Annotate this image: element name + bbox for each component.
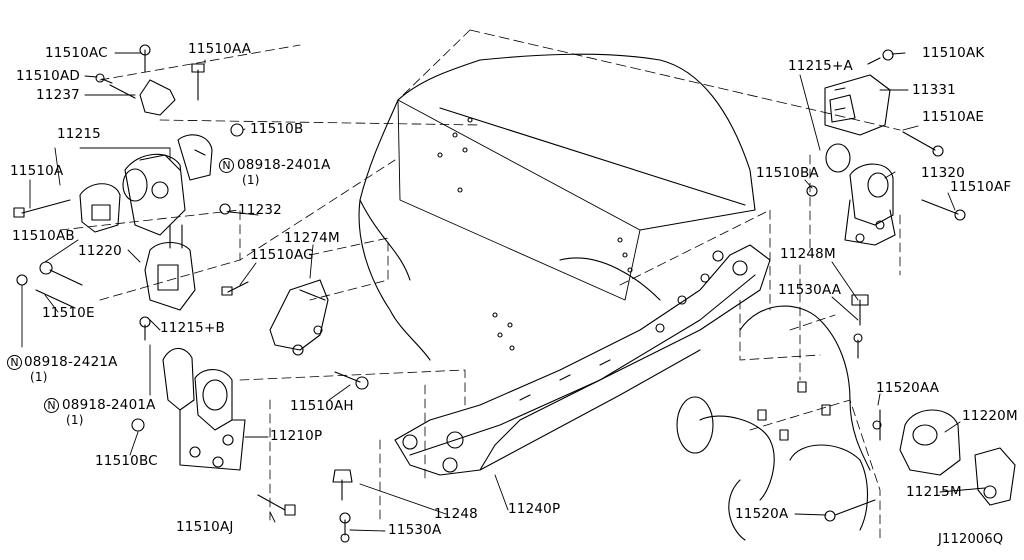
- label-11510AH[interactable]: 11510AH: [290, 398, 354, 414]
- label-11320[interactable]: 11320: [921, 165, 965, 181]
- bracket-11274M: [269, 279, 329, 356]
- label-08918-2401A-bottom[interactable]: 08918-2401A: [62, 397, 156, 413]
- label-11220M[interactable]: 11220M: [962, 408, 1018, 424]
- label-11510AJ[interactable]: 11510AJ: [176, 519, 234, 535]
- label-11510AF[interactable]: 11510AF: [950, 179, 1012, 195]
- right-mount-lower: [824, 294, 1016, 522]
- leader-lines: [21, 52, 986, 532]
- diagram-code: J112006Q: [938, 532, 1004, 547]
- label-11510AK[interactable]: 11510AK: [922, 45, 985, 61]
- qty-08918-2421A: (1): [30, 370, 48, 384]
- label-11510BC[interactable]: 11510BC: [95, 453, 158, 469]
- label-11520AA[interactable]: 11520AA: [876, 380, 940, 396]
- label-11510AC[interactable]: 11510AC: [45, 45, 108, 61]
- label-11248M[interactable]: 11248M: [780, 246, 836, 262]
- left-mount-lower-11210P: [162, 347, 246, 471]
- label-11240P[interactable]: 11240P: [508, 501, 561, 517]
- label-11220[interactable]: 11220: [78, 243, 122, 259]
- guide-lines: [59, 29, 901, 541]
- label-11510AG[interactable]: 11510AG: [250, 247, 314, 263]
- label-11215M[interactable]: 11215M: [906, 484, 962, 500]
- nut-symbol-bottom: N: [44, 398, 59, 413]
- label-11215+A[interactable]: 11215+A: [788, 58, 853, 74]
- qty-08918-2401A-bottom: (1): [66, 413, 84, 427]
- bolts-left: [13, 44, 369, 543]
- nut-symbol-middle: N: [7, 355, 22, 370]
- label-11510AD[interactable]: 11510AD: [16, 68, 80, 84]
- crossmember-11240P: [394, 244, 771, 476]
- label-11331[interactable]: 11331: [912, 82, 956, 98]
- qty-08918-2401A-top: (1): [242, 173, 260, 187]
- label-08918-2401A-top[interactable]: 08918-2401A: [237, 157, 331, 173]
- engine-block-outline: [358, 29, 901, 361]
- label-11510BA[interactable]: 11510BA: [756, 165, 819, 181]
- label-08918-2421A[interactable]: 08918-2421A: [24, 354, 118, 370]
- left-mount-upper: [79, 79, 213, 311]
- label-11530AA[interactable]: 11530AA: [778, 282, 842, 298]
- label-11210P[interactable]: 11210P: [270, 428, 323, 444]
- label-11237[interactable]: 11237: [36, 87, 80, 103]
- label-11530A[interactable]: 11530A: [388, 522, 442, 538]
- label-11510A[interactable]: 11510A: [10, 163, 64, 179]
- label-11232[interactable]: 11232: [238, 202, 282, 218]
- label-11510AB[interactable]: 11510AB: [12, 228, 75, 244]
- right-mount-upper: [806, 49, 966, 246]
- label-11510E[interactable]: 11510E: [42, 305, 95, 321]
- label-11248-bottom[interactable]: 11248: [434, 506, 478, 522]
- nut-symbol-top: N: [219, 158, 234, 173]
- label-11274M[interactable]: 11274M: [284, 230, 340, 246]
- transmission-outline: [676, 305, 871, 541]
- label-11520A[interactable]: 11520A: [735, 506, 789, 522]
- label-11215[interactable]: 11215: [57, 126, 101, 142]
- label-11510B[interactable]: 11510B: [250, 121, 304, 137]
- label-11510AE[interactable]: 11510AE: [922, 109, 985, 125]
- label-11510AA[interactable]: 11510AA: [188, 41, 252, 57]
- label-11215+B[interactable]: 11215+B: [160, 320, 225, 336]
